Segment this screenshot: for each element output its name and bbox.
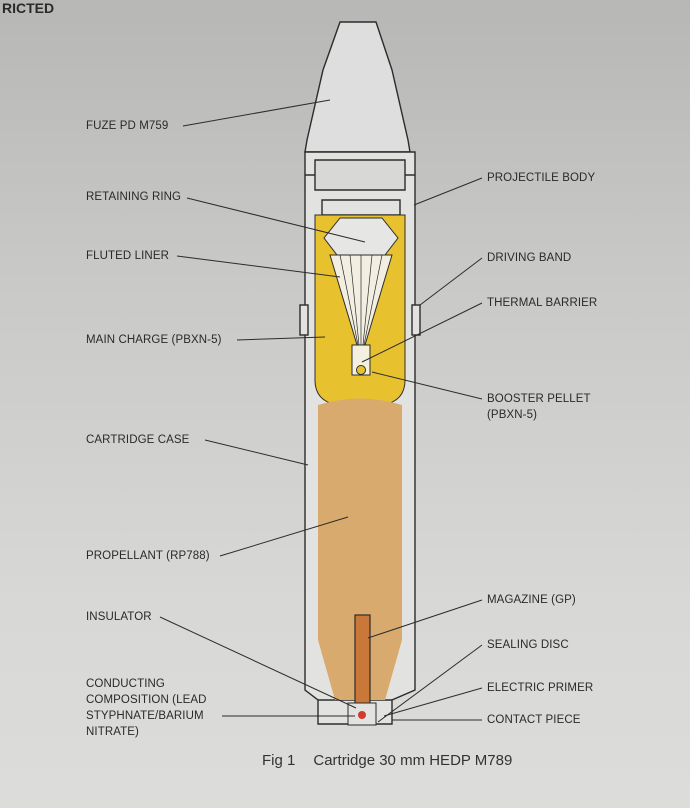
label-cartridge-case: CARTRIDGE CASE xyxy=(86,434,190,446)
page-header-restricted: RICTED xyxy=(2,0,55,16)
label-line: STYPHNATE/BARIUM xyxy=(86,710,204,722)
label-electric-primer: ELECTRIC PRIMER xyxy=(487,682,594,694)
label-line: COMPOSITION (LEAD xyxy=(86,694,207,706)
electric-primer xyxy=(358,711,366,719)
label-driving-band: DRIVING BAND xyxy=(487,252,572,264)
label-magazine: MAGAZINE (GP) xyxy=(487,594,576,606)
label-booster-pellet: BOOSTER PELLET (PBXN-5) xyxy=(487,391,591,423)
label-fluted-liner: FLUTED LINER xyxy=(86,250,169,262)
label-propellant: PROPELLANT (RP788) xyxy=(86,550,210,562)
propellant-fill xyxy=(318,398,402,700)
booster-pellet xyxy=(356,365,366,375)
retaining-ring xyxy=(323,217,399,256)
label-insulator: INSULATOR xyxy=(86,611,152,623)
leader-lines xyxy=(159,99,483,723)
label-line: (PBXN-5) xyxy=(487,409,538,421)
label-line: NITRATE) xyxy=(86,726,139,738)
label-retaining-ring: RETAINING RING xyxy=(86,191,182,203)
label-conducting-composition: CONDUCTING COMPOSITION (LEAD STYPHNATE/B… xyxy=(86,676,207,740)
label-line: BOOSTER PELLET xyxy=(487,393,591,405)
figure-caption: Fig 1 Cartridge 30 mm HEDP M789 xyxy=(262,752,530,769)
label-fuze: FUZE PD M759 xyxy=(86,120,169,132)
magazine-tube xyxy=(354,614,371,708)
label-sealing-disc: SEALING DISC xyxy=(487,639,569,651)
label-thermal-barrier: THERMAL BARRIER xyxy=(487,297,598,309)
driving-band xyxy=(299,304,309,336)
label-main-charge: MAIN CHARGE (PBXN-5) xyxy=(86,334,222,346)
fuze-outline xyxy=(304,21,411,153)
figure-number: Fig 1 xyxy=(262,752,296,769)
label-contact-piece: CONTACT PIECE xyxy=(487,714,581,726)
label-projectile-body: PROJECTILE BODY xyxy=(487,172,596,184)
figure-title: Cartridge 30 mm HEDP M789 xyxy=(313,752,513,769)
label-line: CONDUCTING xyxy=(86,678,165,690)
